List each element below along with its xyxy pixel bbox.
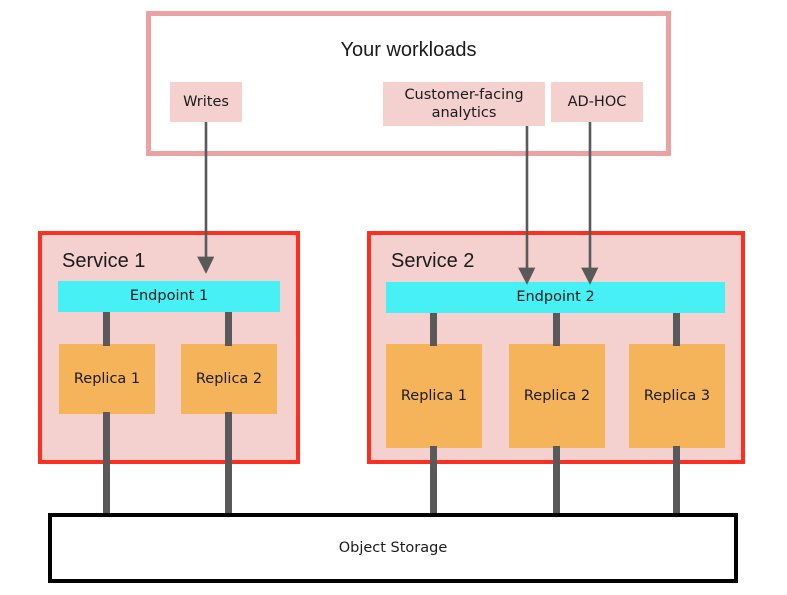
- service-1-replica-1-label: Replica 1: [73, 370, 141, 387]
- connector-endpoint2-replica1: [430, 313, 437, 346]
- connector-s2-replica3-storage: [673, 446, 680, 515]
- service-2-replica-1[interactable]: Replica 1: [386, 344, 482, 448]
- workload-chip-analytics[interactable]: Customer-facing analytics: [383, 82, 545, 126]
- service-1-endpoint[interactable]: Endpoint 1: [58, 281, 280, 312]
- service-1-replica-1[interactable]: Replica 1: [59, 344, 155, 414]
- connector-endpoint2-replica2: [553, 313, 560, 346]
- service-2-replica-1-label: Replica 1: [400, 387, 468, 404]
- service-2-label: Service 2: [391, 250, 475, 272]
- service-1-label: Service 1: [62, 250, 146, 272]
- service-1-endpoint-label: Endpoint 1: [129, 288, 209, 305]
- service-1-replica-2-label: Replica 2: [195, 370, 263, 387]
- service-2-endpoint-label: Endpoint 2: [516, 289, 595, 306]
- connector-s2-replica1-storage: [430, 446, 437, 515]
- workload-chip-adhoc-label: AD-HOC: [567, 93, 627, 110]
- service-2-replica-2[interactable]: Replica 2: [509, 344, 605, 448]
- workloads-title: Your workloads: [340, 39, 477, 61]
- workload-chip-writes-label: Writes: [183, 93, 229, 110]
- object-storage-label: Object Storage: [338, 539, 448, 556]
- service-2-replica-3[interactable]: Replica 3: [629, 344, 725, 448]
- connector-endpoint1-replica1: [103, 312, 110, 346]
- connector-s1-replica2-storage: [225, 412, 232, 515]
- service-2-replica-2-label: Replica 2: [523, 387, 591, 404]
- connector-endpoint2-replica3: [673, 313, 680, 346]
- connector-s1-replica1-storage: [103, 412, 110, 515]
- service-2-endpoint[interactable]: Endpoint 2: [386, 282, 725, 313]
- object-storage-box: Object Storage: [48, 513, 738, 583]
- workload-chip-writes[interactable]: Writes: [170, 82, 242, 122]
- service-1-replica-2[interactable]: Replica 2: [181, 344, 277, 414]
- connector-endpoint1-replica2: [225, 312, 232, 346]
- connector-s2-replica2-storage: [553, 446, 560, 515]
- service-2-replica-3-label: Replica 3: [643, 387, 711, 404]
- workload-chip-analytics-label: Customer-facing analytics: [404, 86, 524, 121]
- workload-chip-adhoc[interactable]: AD-HOC: [551, 82, 643, 122]
